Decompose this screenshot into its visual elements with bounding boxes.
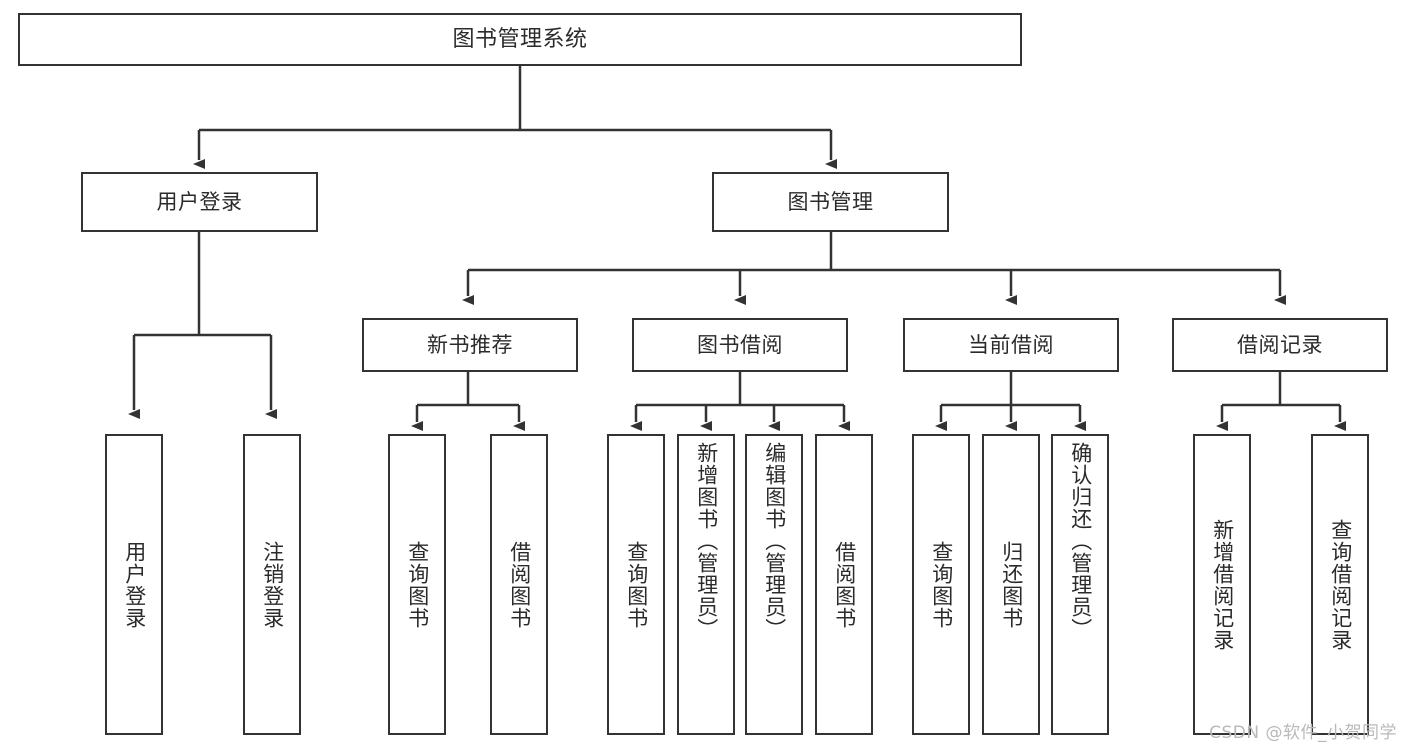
leaf-records-add-record[interactable]: 新增借阅记录 bbox=[1193, 434, 1251, 735]
node-label: 查询图书 bbox=[405, 540, 430, 629]
node-label: 借阅图书 bbox=[507, 540, 532, 629]
node-label: 查询借阅记录 bbox=[1328, 518, 1353, 651]
leaf-user-login-login[interactable]: 用户登录 bbox=[105, 434, 163, 735]
leaf-current-confirm-return-admin[interactable]: 确认归还（管理员） bbox=[1051, 434, 1109, 735]
node-label: 新书推荐 bbox=[427, 332, 513, 357]
node-label: 注销登录 bbox=[260, 540, 285, 629]
node-user-login[interactable]: 用户登录 bbox=[81, 172, 318, 232]
leaf-borrow-borrow-book[interactable]: 借阅图书 bbox=[815, 434, 873, 735]
node-root-system[interactable]: 图书管理系统 bbox=[18, 13, 1022, 66]
node-label: 查询图书 bbox=[624, 540, 649, 629]
node-borrow-records[interactable]: 借阅记录 bbox=[1172, 318, 1388, 372]
node-book-borrow[interactable]: 图书借阅 bbox=[632, 318, 848, 372]
leaf-user-login-logout[interactable]: 注销登录 bbox=[243, 434, 301, 735]
node-label: 借阅记录 bbox=[1237, 332, 1323, 357]
node-label: 当前借阅 bbox=[968, 332, 1054, 357]
node-label: 新增借阅记录 bbox=[1210, 518, 1235, 651]
node-label: 查询图书 bbox=[929, 540, 954, 629]
node-label: 图书管理 bbox=[787, 189, 874, 214]
node-label: 确认归还（管理员） bbox=[1068, 442, 1093, 640]
node-label: 用户登录 bbox=[122, 540, 147, 629]
node-current-borrow[interactable]: 当前借阅 bbox=[903, 318, 1119, 372]
leaf-recommend-borrow-book[interactable]: 借阅图书 bbox=[490, 434, 548, 735]
leaf-borrow-query-book[interactable]: 查询图书 bbox=[607, 434, 665, 735]
leaf-current-query-book[interactable]: 查询图书 bbox=[912, 434, 970, 735]
node-label: 编辑图书（管理员） bbox=[762, 442, 787, 640]
node-label: 归还图书 bbox=[999, 540, 1024, 629]
leaf-current-return-book[interactable]: 归还图书 bbox=[982, 434, 1040, 735]
node-label: 借阅图书 bbox=[832, 540, 857, 629]
leaf-borrow-add-book-admin[interactable]: 新增图书（管理员） bbox=[677, 434, 735, 735]
leaf-borrow-edit-book-admin[interactable]: 编辑图书（管理员） bbox=[745, 434, 803, 735]
node-new-book-recommend[interactable]: 新书推荐 bbox=[362, 318, 578, 372]
node-label: 新增图书（管理员） bbox=[694, 442, 719, 640]
watermark-text: CSDN @软件_小贺同学 bbox=[1209, 723, 1397, 743]
leaf-records-query-record[interactable]: 查询借阅记录 bbox=[1311, 434, 1369, 735]
node-label: 图书管理系统 bbox=[452, 26, 588, 52]
node-book-management[interactable]: 图书管理 bbox=[712, 172, 949, 232]
node-label: 用户登录 bbox=[156, 189, 243, 214]
leaf-recommend-query-book[interactable]: 查询图书 bbox=[388, 434, 446, 735]
node-label: 图书借阅 bbox=[697, 332, 783, 357]
